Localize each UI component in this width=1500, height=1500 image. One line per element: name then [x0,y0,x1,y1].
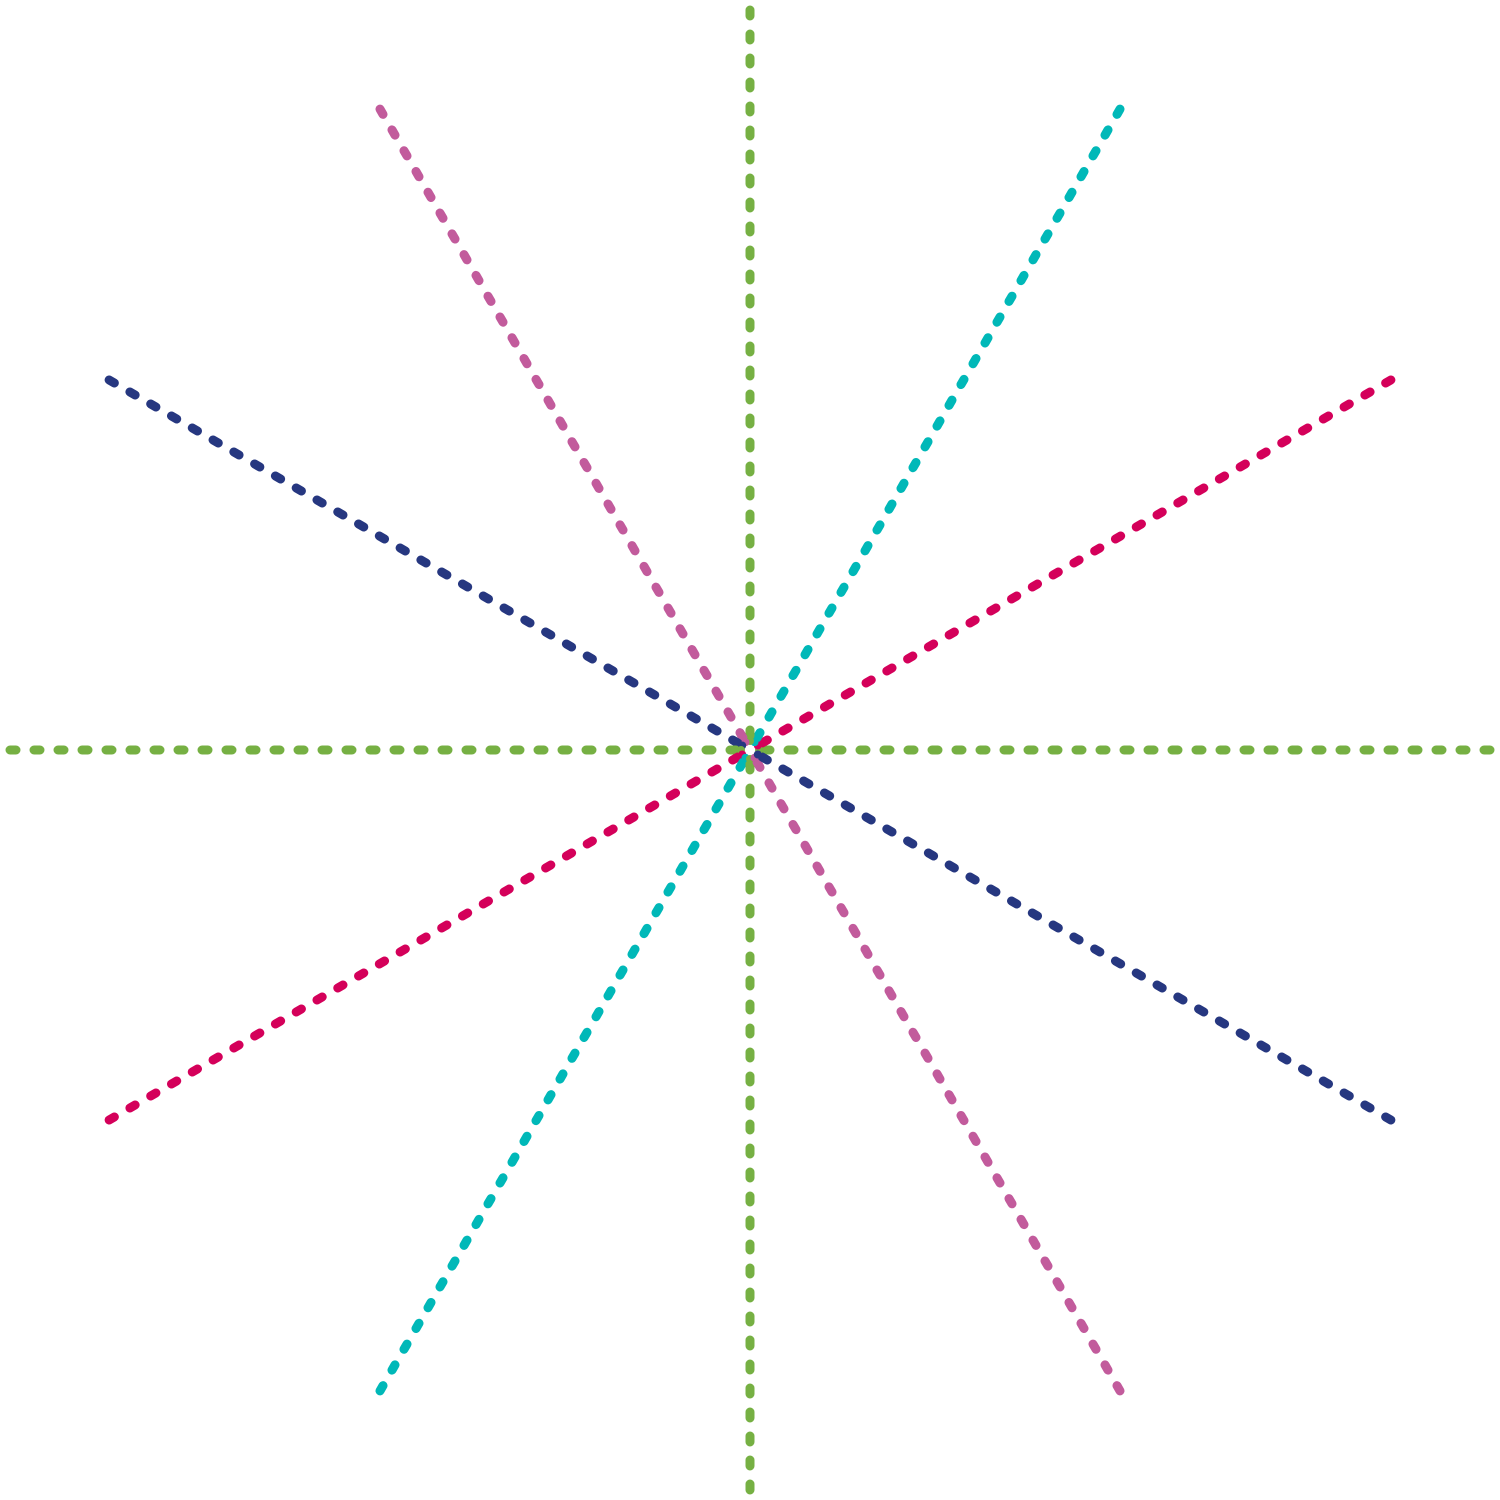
ray-east-south [757,752,1398,1126]
ray-group [3,3,1497,1497]
ray-north-east [752,102,1126,743]
ray-east-north [757,374,1398,748]
ray-west-north [102,374,743,748]
ray-west-south [102,752,743,1126]
ray-south-west [374,757,748,1398]
ray-north-west [374,102,748,743]
center-dot [753,750,762,759]
ray-south-east [752,757,1126,1398]
center-ring [737,737,763,763]
